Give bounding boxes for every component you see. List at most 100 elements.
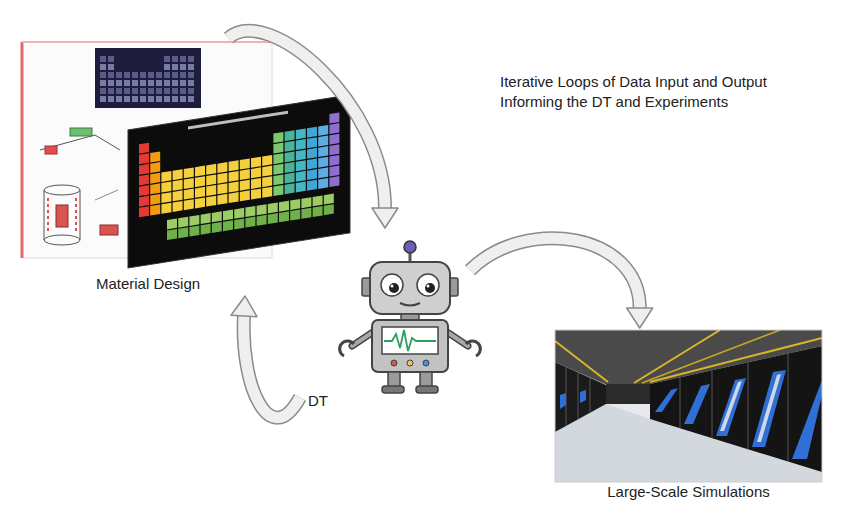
element-cell xyxy=(285,173,295,184)
mini-cell xyxy=(172,96,178,102)
element-cell xyxy=(139,196,149,207)
mini-cell xyxy=(180,80,186,86)
element-cell xyxy=(268,202,278,213)
mini-cell xyxy=(172,88,178,94)
mini-cell xyxy=(132,88,138,94)
arrow-outline xyxy=(470,238,640,308)
arrow-band xyxy=(228,31,385,208)
element-cell xyxy=(212,211,222,222)
element-cell xyxy=(150,152,160,163)
periodic-table-poster xyxy=(128,95,350,268)
element-cell xyxy=(273,174,283,185)
element-cell xyxy=(257,215,267,226)
element-cell xyxy=(245,206,255,217)
element-cell xyxy=(279,201,289,212)
element-cell xyxy=(329,123,339,134)
element-cell xyxy=(212,222,222,233)
element-cell xyxy=(184,199,194,210)
element-cell xyxy=(184,189,194,200)
mini-cell xyxy=(188,56,194,62)
mini-cell xyxy=(148,72,154,78)
element-cell xyxy=(240,169,250,180)
element-cell xyxy=(307,158,317,169)
mini-cell xyxy=(124,80,130,86)
mini-cell xyxy=(116,72,122,78)
mini-cell xyxy=(180,64,186,70)
element-cell xyxy=(296,139,306,150)
mini-cell xyxy=(108,72,114,78)
mini-cell xyxy=(156,88,162,94)
mini-cell xyxy=(116,88,122,94)
mini-cell xyxy=(108,88,114,94)
mini-cell xyxy=(172,80,178,86)
element-cell xyxy=(195,197,205,208)
element-cell xyxy=(318,125,328,136)
element-cell xyxy=(262,155,272,166)
mini-cell xyxy=(164,96,170,102)
mini-cell xyxy=(180,96,186,102)
element-cell xyxy=(229,192,239,203)
element-cell xyxy=(245,217,255,228)
mini-cell xyxy=(116,96,122,102)
small-periodic-table xyxy=(95,48,201,108)
element-cell xyxy=(195,166,205,177)
element-cell xyxy=(167,229,177,240)
element-cell xyxy=(167,218,177,229)
element-cell xyxy=(296,150,306,161)
element-cell xyxy=(318,135,328,146)
element-cell xyxy=(279,211,289,222)
element-cell xyxy=(161,203,171,214)
mini-cell xyxy=(156,96,162,102)
mini-cell xyxy=(188,96,194,102)
arrow-band xyxy=(470,238,640,308)
element-cell xyxy=(139,164,149,175)
loop-arrow xyxy=(228,31,398,228)
element-cell xyxy=(229,181,239,192)
mini-cell xyxy=(156,72,162,78)
element-cell xyxy=(251,178,261,189)
element-cell xyxy=(273,143,283,154)
mini-cell xyxy=(180,88,186,94)
element-cell xyxy=(324,194,334,205)
element-cell xyxy=(139,143,149,154)
element-cell xyxy=(313,206,323,217)
element-cell xyxy=(173,180,183,191)
mini-cell xyxy=(140,88,146,94)
element-cell xyxy=(307,137,317,148)
element-cell xyxy=(150,162,160,173)
element-cell xyxy=(285,151,295,162)
element-cell xyxy=(285,141,295,152)
element-cell xyxy=(251,167,261,178)
arrow-outline xyxy=(228,31,385,208)
figure-caption: DT xyxy=(308,392,352,410)
note-text: Iterative Loops of Data Input and Output… xyxy=(500,72,800,112)
element-cell xyxy=(173,190,183,201)
element-cell xyxy=(184,167,194,178)
element-cell xyxy=(139,185,149,196)
element-cell xyxy=(313,195,323,206)
element-cell xyxy=(201,213,211,224)
mini-cell xyxy=(164,72,170,78)
element-cell xyxy=(206,174,216,185)
element-cell xyxy=(318,157,328,168)
element-cell xyxy=(178,217,188,228)
element-cell xyxy=(285,130,295,141)
mini-cell xyxy=(164,88,170,94)
element-cell xyxy=(173,201,183,212)
photo-frame xyxy=(555,330,822,482)
element-cell xyxy=(296,160,306,171)
element-cell xyxy=(307,180,317,191)
element-cell xyxy=(290,210,300,221)
element-cell xyxy=(318,167,328,178)
element-cell xyxy=(206,164,216,175)
mini-cell xyxy=(108,96,114,102)
element-cell xyxy=(257,204,267,215)
figure-node: Large-Scale Simulations xyxy=(553,328,824,502)
small-table-cells xyxy=(100,56,194,102)
element-cell xyxy=(234,218,244,229)
element-cell xyxy=(273,185,283,196)
element-cell xyxy=(268,213,278,224)
element-cell xyxy=(301,208,311,219)
element-cell xyxy=(150,205,160,216)
element-cell xyxy=(329,166,339,177)
